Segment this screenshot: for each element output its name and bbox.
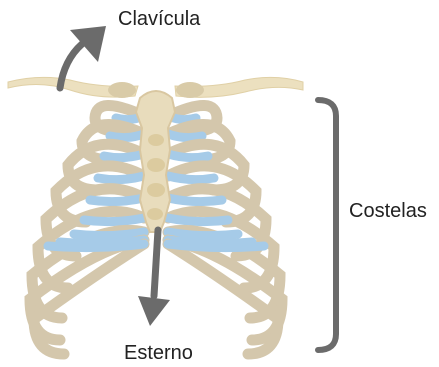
costal-cartilage-left-9 xyxy=(48,244,144,248)
costal-cartilage-left-4 xyxy=(98,176,144,180)
costal-cartilage-left-5 xyxy=(90,198,144,202)
costal-cartilage-right-7 xyxy=(168,232,238,236)
clavicle-arrow-head xyxy=(70,26,106,62)
sternum-arrow-head xyxy=(138,296,170,326)
clavicle-head-right xyxy=(176,82,204,98)
costal-cartilage-left-2 xyxy=(110,134,144,138)
clavicle-arrow xyxy=(60,26,106,88)
ribs-label: Costelas xyxy=(349,200,427,223)
ribs-bracket xyxy=(318,100,336,350)
costal-cartilage-right-4 xyxy=(168,176,214,180)
costal-cartilage-left-6 xyxy=(84,218,144,222)
costal-cartilage-right-3 xyxy=(168,154,208,158)
sternum-segment xyxy=(148,134,164,146)
sternum-segment xyxy=(147,158,165,172)
sternum-segment xyxy=(147,208,163,220)
costal-cartilage-left-7 xyxy=(74,232,144,236)
costal-cartilage-left-3 xyxy=(104,154,144,158)
costal-cartilage-right-5 xyxy=(168,198,222,202)
sternum-label: Esterno xyxy=(124,342,193,365)
costal-cartilage-right-9 xyxy=(168,244,264,248)
sternum-arrow-shaft xyxy=(154,230,158,296)
sternum-segment xyxy=(147,183,165,197)
clavicle-head-left xyxy=(108,82,136,98)
sternum xyxy=(136,91,175,232)
costal-cartilage-right-2 xyxy=(168,134,202,138)
costal-cartilage-right-6 xyxy=(168,218,228,222)
clavicle-label: Clavícula xyxy=(118,8,200,31)
